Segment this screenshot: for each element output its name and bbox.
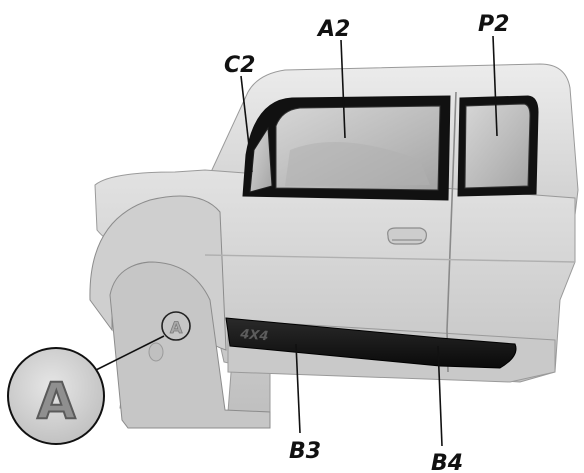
leader-p2: [492, 35, 498, 137]
vent-window-c2: [249, 126, 273, 193]
glass-reflection: [285, 142, 430, 186]
decal-logo-text: 4X4: [239, 327, 269, 344]
leader-b4: [437, 345, 443, 447]
detail-badge-letter: A: [37, 372, 76, 430]
body-crease: [204, 254, 576, 263]
fender-emblem-recess: [148, 342, 164, 362]
leader-b3: [295, 343, 301, 434]
callout-p2: P2: [478, 12, 509, 37]
fender-emblem-circle: [161, 311, 191, 341]
callout-b4: B4: [431, 451, 463, 473]
rear-glass-p2: [464, 103, 531, 189]
lower-fender: [109, 261, 271, 429]
side-stripe-decal: [225, 317, 517, 369]
detail-badge: [7, 347, 105, 445]
fender-emblem-letter: A: [170, 318, 183, 337]
leader-c2: [240, 75, 253, 173]
door-handle: [387, 227, 427, 245]
callout-c2: C2: [224, 53, 255, 78]
detail-leader-line: [91, 335, 165, 373]
callout-a2: A2: [316, 17, 350, 42]
leader-a2: [340, 39, 346, 139]
callout-b3: B3: [289, 439, 321, 464]
